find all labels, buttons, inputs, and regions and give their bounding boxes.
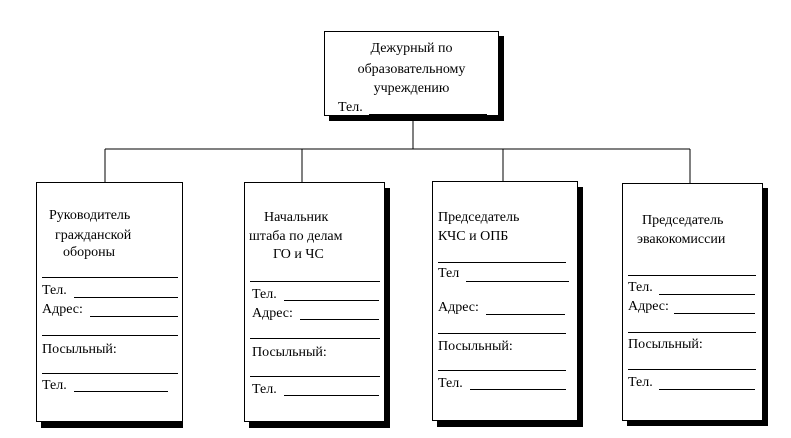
box-1-address-blank [90, 316, 178, 317]
box-4-blank-1 [628, 275, 756, 276]
box-1-tel-blank [74, 297, 178, 298]
box-evacuation-chairman [622, 183, 763, 421]
box-4-blank-3 [628, 369, 756, 370]
box-2-blank-3 [250, 376, 380, 377]
top-box [324, 31, 499, 116]
box-1-tel-label: Тел. [42, 283, 67, 298]
box-1-blank-1 [42, 277, 178, 278]
box-3-blank-3 [438, 370, 566, 371]
box-4-blank-2 [628, 332, 756, 333]
box-1-tel2-blank [74, 391, 168, 392]
box-2-blank-2 [250, 338, 380, 339]
box-2-address-label: Адрес: [252, 306, 293, 321]
top-box-title-3: учреждению [373, 81, 450, 96]
box-2-title-1: Начальник [264, 210, 329, 225]
top-box-title-2: образовательному [357, 62, 466, 77]
box-civil-defense-head [36, 182, 183, 422]
box-1-title-2: гражданской [55, 228, 132, 243]
box-3-title-2: КЧС и ОПБ [438, 229, 509, 244]
box-3-tel-blank [466, 281, 569, 282]
box-3-tel2-label: Тел. [438, 376, 463, 391]
box-2-tel2-blank [284, 395, 379, 396]
box-4-tel2-label: Тел. [628, 375, 653, 390]
box-1-title-1: Руководитель [49, 208, 131, 223]
box-2-title-3: ГО и ЧС [273, 247, 324, 262]
box-4-address-label: Адрес: [628, 299, 669, 314]
box-1-blank-2 [42, 335, 178, 336]
box-1-title-3: обороны [63, 245, 116, 260]
box-3-courier-label: Посыльный: [438, 339, 513, 354]
box-1-address-label: Адрес: [42, 302, 83, 317]
box-3-tel2-blank [470, 389, 566, 390]
box-3-address-label: Адрес: [438, 300, 479, 315]
box-4-title-2: эвакокомиссии [637, 232, 726, 247]
box-3-tel-label: Тел [438, 266, 460, 281]
box-2-tel-label: Тел. [252, 287, 277, 302]
box-4-tel-label: Тел. [628, 280, 653, 295]
box-3-address-blank [486, 314, 565, 315]
box-2-blank-1 [250, 281, 380, 282]
box-4-courier-label: Посыльный: [628, 337, 703, 352]
box-4-tel2-blank [659, 389, 755, 390]
box-2-courier-label: Посыльный: [252, 345, 327, 360]
box-kchs-chairman [432, 181, 578, 421]
box-2-tel-blank [284, 300, 379, 301]
top-box-title-1: Дежурный по [370, 41, 453, 56]
box-4-tel-blank [659, 294, 755, 295]
box-1-blank-3 [42, 373, 178, 374]
box-go-chs-chief [244, 182, 385, 422]
box-3-title-1: Председатель [438, 210, 520, 225]
box-3-blank-2 [438, 333, 566, 334]
box-1-tel2-label: Тел. [42, 378, 67, 393]
box-2-tel2-label: Тел. [252, 382, 277, 397]
box-4-title-1: Председатель [642, 213, 724, 228]
box-2-title-2: штаба по делам [249, 229, 343, 244]
box-4-address-blank [674, 313, 755, 314]
box-3-blank-1 [438, 262, 566, 263]
top-box-tel-label: Тел. [338, 100, 363, 115]
box-2-address-blank [300, 319, 379, 320]
top-box-tel-blank [369, 114, 487, 115]
box-1-courier-label: Посыльный: [42, 342, 117, 357]
